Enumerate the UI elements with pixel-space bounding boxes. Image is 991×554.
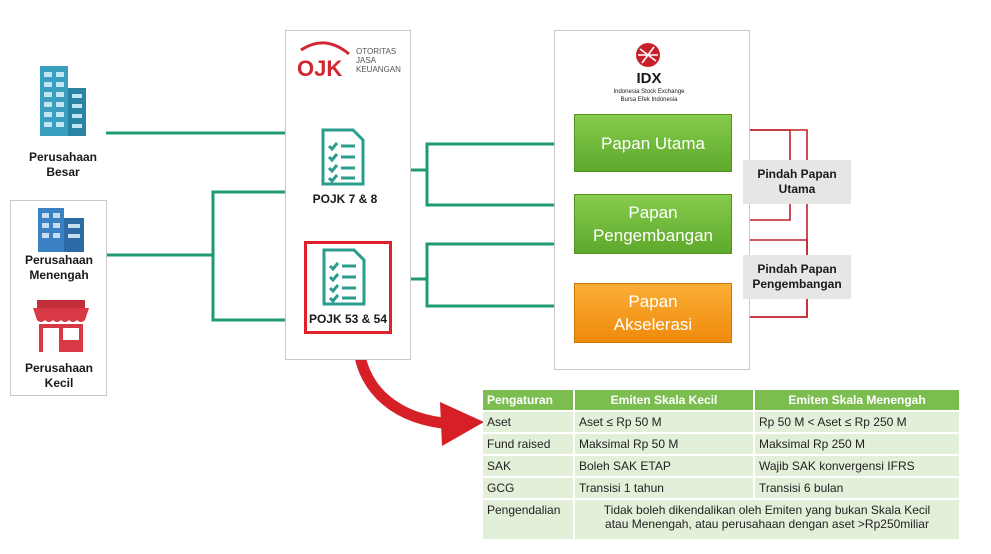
idx-subtitle-id: Bursa Efek Indonesia: [620, 97, 678, 103]
table-cell-merged: Tidak boleh dikendalikan oleh Emiten yan…: [575, 500, 959, 539]
table-header-cell: Emiten Skala Menengah: [755, 390, 959, 410]
company-to-pojk-arrows: [106, 129, 296, 324]
table-cell: Transisi 6 bulan: [755, 478, 959, 498]
board-papan-akselerasi: Papan Akselerasi: [574, 283, 732, 343]
table-cell: SAK: [483, 456, 573, 476]
table-row: Fund raised Maksimal Rp 50 M Maksimal Rp…: [483, 434, 959, 454]
table-cell: Boleh SAK ETAP: [575, 456, 753, 476]
ojk-name: OTORITAS JASA KEUANGAN: [356, 47, 401, 74]
board-papan-pengembangan: Papan Pengembangan: [574, 194, 732, 254]
table-header-cell: Emiten Skala Kecil: [575, 390, 753, 410]
building-large-icon: [40, 66, 86, 136]
table-row: GCG Transisi 1 tahun Transisi 6 bulan: [483, 478, 959, 498]
checklist-icon: [321, 128, 365, 186]
label-pojk-7-8: POJK 7 & 8: [312, 192, 378, 206]
idx-logo-icon: [634, 41, 662, 69]
table-cell: Fund raised: [483, 434, 573, 454]
table-cell: Transisi 1 tahun: [575, 478, 753, 498]
table-cell: Pengendalian: [483, 500, 573, 539]
table-cell: Rp 50 M < Aset ≤ Rp 250 M: [755, 412, 959, 432]
label-perusahaan-kecil: Perusahaan Kecil: [24, 361, 94, 390]
table-cell: GCG: [483, 478, 573, 498]
table-row: SAK Boleh SAK ETAP Wajib SAK konvergensi…: [483, 456, 959, 476]
table-cell: Maksimal Rp 50 M: [575, 434, 753, 454]
label-pindah-papan-utama: Pindah Papan Utama: [743, 160, 851, 204]
table-cell: Wajib SAK konvergensi IFRS: [755, 456, 959, 476]
table-row: Pengendalian Tidak boleh dikendalikan ol…: [483, 500, 959, 539]
building-medium-icon: [38, 208, 84, 252]
label-perusahaan-besar: Perusahaan Besar: [28, 150, 98, 179]
table-header-cell: Pengaturan: [483, 390, 573, 410]
table-cell: Aset ≤ Rp 50 M: [575, 412, 753, 432]
pojk-to-board-arrows: [385, 140, 569, 310]
table-row: Aset Aset ≤ Rp 50 M Rp 50 M < Aset ≤ Rp …: [483, 412, 959, 432]
table-cell: Maksimal Rp 250 M: [755, 434, 959, 454]
checklist-icon: [322, 248, 366, 306]
idx-logo-text: IDX: [636, 70, 662, 87]
label-pojk-53-54: POJK 53 & 54: [308, 312, 388, 326]
table-header-row: Pengaturan Emiten Skala Kecil Emiten Ska…: [483, 390, 959, 410]
label-perusahaan-menengah: Perusahaan Menengah: [24, 253, 94, 282]
label-pindah-papan-pengembangan: Pindah Papan Pengembangan: [743, 255, 851, 299]
pojk-53-54-highlight: [304, 241, 392, 334]
idx-subtitle-en: Indonesia Stock Exchange: [613, 89, 685, 95]
table-cell: Aset: [483, 412, 573, 432]
shop-icon: [33, 300, 89, 356]
regulation-table: Pengaturan Emiten Skala Kecil Emiten Ska…: [481, 388, 961, 541]
svg-text:OJK: OJK: [297, 56, 342, 81]
ojk-logo-icon: OJK: [295, 36, 353, 82]
board-papan-utama: Papan Utama: [574, 114, 732, 172]
